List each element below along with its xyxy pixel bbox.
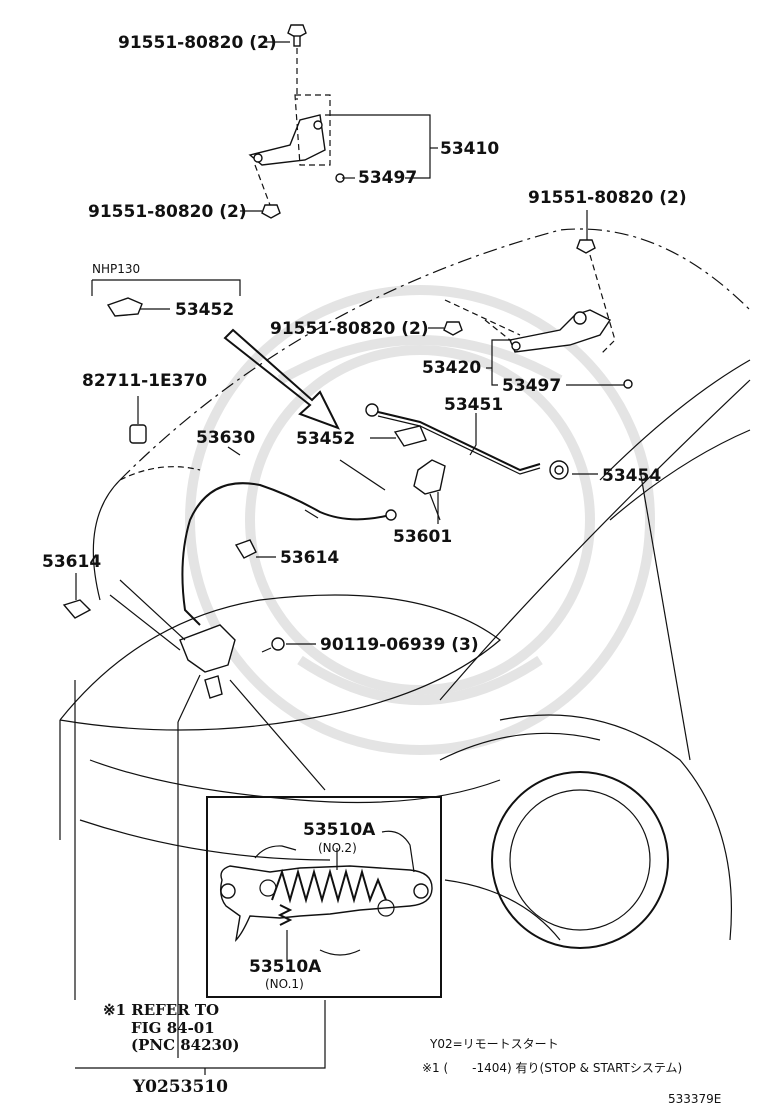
label-hinge-right-clip: 53497 [502,376,561,396]
label-rod-holder: 53454 [602,466,661,486]
hinge-left [248,48,331,206]
label-release-cable: 53630 [196,428,255,448]
label-variant: NHP130 [92,262,140,276]
hinge-right [444,254,616,356]
refer-line2: FIG 84-01 [131,1019,215,1037]
refer-line3: (PNC 84230) [131,1036,240,1054]
clip-main-icon [393,425,427,447]
bolt-center-icon [443,321,463,336]
label-lock-no2: 53510A [303,820,376,840]
clip-53497-right-icon [623,379,633,389]
label-assembly-code: Y0253510 [132,1077,228,1097]
clamp-center-icon [234,539,257,559]
clamp-left-icon [62,599,92,619]
label-lock-no2-sub: (NO.2) [318,841,357,855]
note-remote-start: Y02=リモートスタート [429,1037,559,1051]
label-bolt-top: 91551-80820 (2) [118,33,277,53]
clip-82711-icon [129,424,147,444]
inset-lock-detail [206,796,442,998]
watermark-emblem [185,285,655,755]
label-bolt-right: 91551-80820 (2) [528,188,687,208]
label-support-rod: 53451 [444,395,503,415]
big-arrow-icon [223,328,341,430]
release-cable-icon [181,482,397,626]
support-rod-icon [365,403,541,475]
label-bolt-mid-left: 91551-80820 (2) [88,202,247,222]
clip-variant-icon [106,297,143,317]
diagram-id: 533379E [668,1092,721,1106]
note-stop-start: ※1 ( -1404) 有り(STOP & STARTシステム) [422,1061,682,1075]
vehicle-outline [59,228,751,1000]
label-lever: 53601 [393,527,452,547]
bolt-mid-left-icon [261,204,281,219]
leader-lines [75,41,624,1075]
label-bolt-center: 91551-80820 (2) [270,319,429,339]
rod-holder-icon [549,460,569,480]
label-hinge-right: 53420 [422,358,481,378]
label-screw-lock: 90119-06939 (3) [320,635,479,655]
bolt-right-icon [576,239,596,254]
label-lock-no1-sub: (NO.1) [265,977,304,991]
lever-icon [413,459,446,521]
label-clip-variant: 53452 [175,300,234,320]
lock-assembly-icon [109,579,236,699]
label-clip-main: 53452 [296,429,355,449]
label-clamp-center: 53614 [280,548,339,568]
label-clip-82711: 82711-1E370 [82,371,207,391]
label-hinge-left: 53410 [440,139,499,159]
refer-line1: ※1 REFER TO [103,1001,219,1019]
bolt-top-icon [287,24,307,47]
label-hinge-left-clip: 53497 [358,168,417,188]
label-clamp-left: 53614 [42,552,101,572]
screw-icon [261,637,285,653]
label-lock-no1: 53510A [249,957,322,977]
